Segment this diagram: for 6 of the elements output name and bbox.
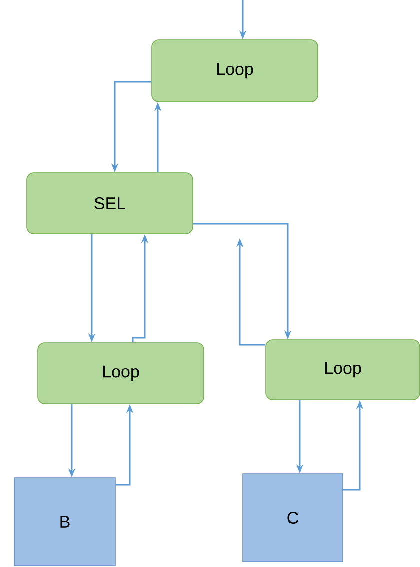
square-box: C	[242, 474, 344, 562]
rounded-box: Loop	[152, 40, 318, 102]
rounded-box: SEL	[26, 172, 194, 234]
square-box: B	[14, 478, 116, 566]
rounded-box: Loop	[38, 342, 204, 404]
rounded-box: Loop	[266, 340, 420, 400]
